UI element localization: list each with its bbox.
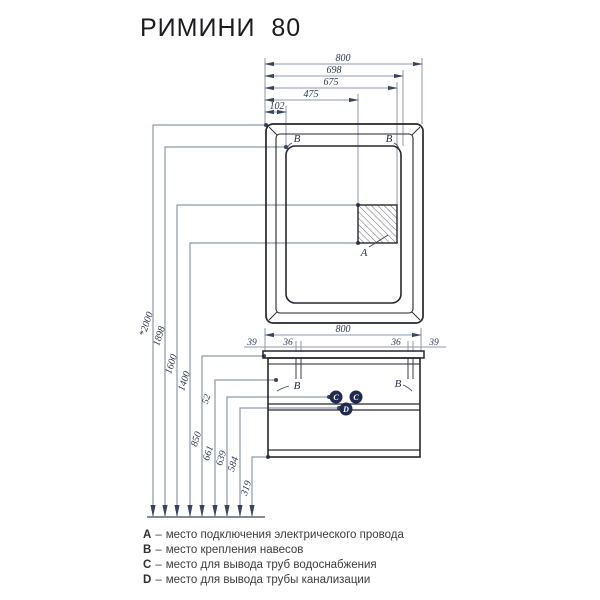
mirror-outer-frame [265,123,424,324]
legend-item-d: D–место для вывода трубы канализации [143,574,371,586]
dim-offset-39-right: 39 [428,338,439,348]
dim-offset-36-left: 36 [282,338,293,348]
page-title: РИМИНИ 80 [140,14,302,42]
cabinet-mount-label-right: B [395,378,402,390]
legend-item-a: A–место подключения электрического прово… [143,529,404,541]
mirror-assembly: B B A [265,123,424,324]
dim-mirror-102: 102 [270,101,285,112]
c-hole-marker-left: C [329,390,343,404]
cabinet-mount-label-left: B [294,380,301,392]
legend-item-b: B–место крепления навесов [143,544,304,556]
svg-text:C: C [353,393,359,402]
svg-text:D: D [342,405,349,414]
dim-offset-36-right: 36 [390,338,401,348]
c-hole-marker-right: C [349,390,363,404]
dim-height-850: 850 [189,430,204,448]
left-dimensions: *2000 1898 1600 1400 850 661 639 584 319… [138,122,361,518]
legend-item-c: C–место для вывода труб водоснабжения [143,559,377,571]
svg-text:C: C [333,393,339,402]
mirror-mount-label-right: B [386,133,393,145]
cabinet-assembly: B B C C D [262,350,425,458]
mirror-glass [285,145,402,304]
mirror-mount-label-left: B [294,133,301,145]
dim-height-319: 319 [239,479,254,498]
dim-cabinet-800: 800 [336,324,351,335]
dim-mirror-800: 800 [336,53,351,64]
dim-height-639: 639 [214,449,229,467]
dim-offset-39-left: 39 [246,338,257,348]
dim-height-661: 661 [201,444,216,462]
dim-mirror-698: 698 [327,65,342,76]
electrical-zone-label: A [360,247,368,259]
dim-mirror-675: 675 [324,77,339,88]
cabinet-body [267,357,421,458]
legend: A–место подключения электрического прово… [143,528,404,588]
cabinet-countertop [262,350,425,359]
electrical-zone-hatch [357,204,398,244]
dim-gap-52: 52 [201,393,214,405]
d-hole-marker: D [339,402,353,416]
dim-height-584: 584 [226,455,241,473]
dim-mirror-475: 475 [304,89,319,100]
cabinet-dimensions: 800 39 36 36 39 [244,324,446,352]
mirror-frame-inner-edge [275,133,414,314]
